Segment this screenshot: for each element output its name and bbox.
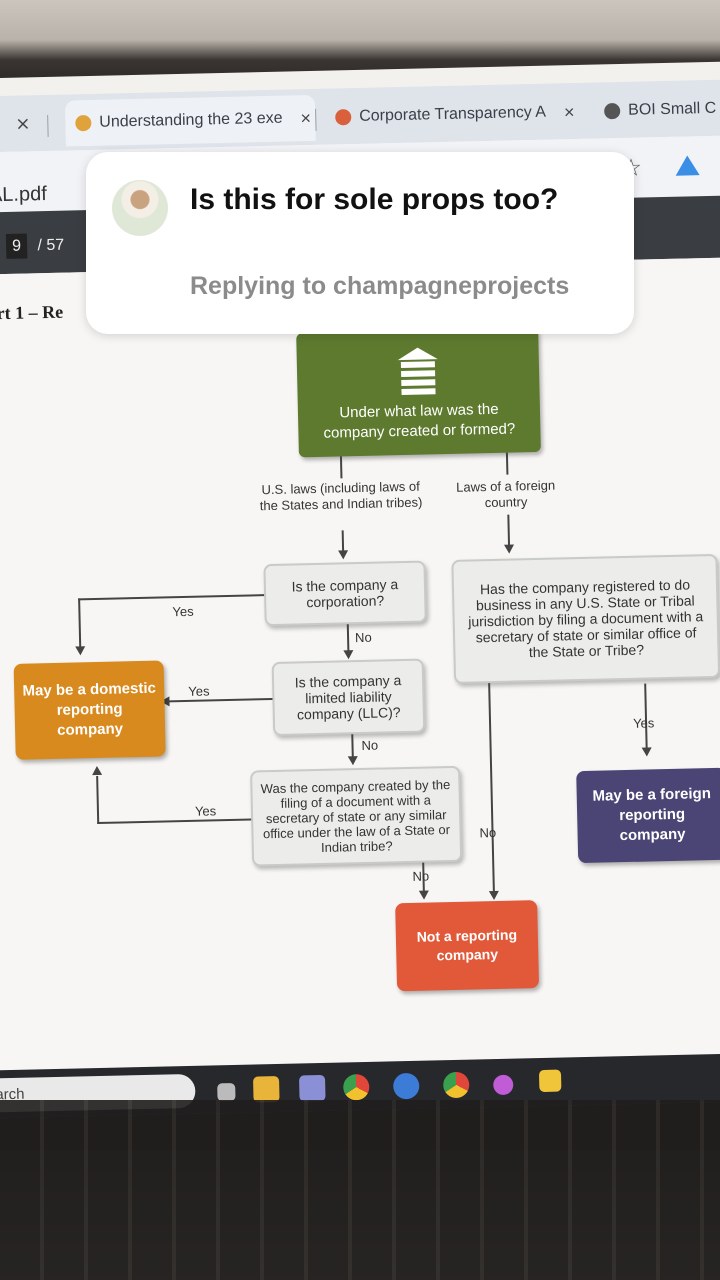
no-label: No (361, 737, 379, 754)
arrow (504, 544, 515, 554)
no-label: No (412, 868, 430, 884)
foreign-registered-question-box: Has the company registered to do busines… (451, 553, 720, 684)
domestic-reporting-text: May be a domestic reporting company (22, 679, 157, 739)
start-question-box: Under what law was the company created o… (296, 327, 541, 458)
no-label: No (354, 629, 372, 646)
reply-label: Replying to champagneprojects (190, 272, 570, 300)
arrow (418, 890, 430, 900)
not-reporting-box: Not a reporting company (395, 900, 540, 992)
arrow (75, 646, 86, 656)
laptop-screen: × Understanding the 23 exe × Corporate T… (0, 61, 720, 1119)
arrow (338, 550, 349, 560)
tab-label: BOI Small C (627, 99, 717, 119)
foreign-reporting-box: May be a foreign reporting company (576, 767, 720, 864)
tab-separator (315, 108, 317, 131)
tab-label: Corporate Transparency A (359, 103, 547, 125)
snipping-tool-icon[interactable] (298, 1074, 326, 1102)
not-reporting-text: Not a reporting company (416, 926, 518, 964)
comment-card (86, 152, 634, 334)
comment-text: Is this for sole props too? (190, 183, 559, 216)
drive-icon[interactable] (675, 155, 700, 176)
part-heading: art 1 – Re (0, 301, 64, 324)
branch-us-label: U.S. laws (including laws of the States … (259, 478, 423, 514)
taskview-icon[interactable] (217, 1082, 236, 1102)
tab-corporate-transparency[interactable]: Corporate Transparency A × (325, 89, 576, 141)
no-label: No (479, 824, 497, 841)
favicon-icon (75, 114, 92, 132)
foreign-reporting-text: May be a foreign reporting company (592, 785, 712, 845)
tab-label: Understanding the 23 exe (99, 109, 283, 131)
filed-question-text: Was the company created by the filing of… (260, 776, 451, 855)
tab-understanding[interactable]: Understanding the 23 exe × (64, 94, 316, 147)
branch-foreign-label: Laws of a foreign country (456, 477, 556, 511)
close-icon[interactable]: × (300, 107, 312, 128)
yes-label: Yes (188, 683, 210, 699)
yes-label: Yes (172, 603, 194, 620)
foreign-registered-question-text: Has the company registered to do busines… (468, 576, 704, 661)
arrow (488, 890, 500, 901)
avatar (112, 180, 168, 236)
filed-question-box: Was the company created by the filing of… (250, 765, 463, 867)
arrow (641, 747, 652, 757)
tab-boi-small[interactable]: BOI Small C (594, 85, 720, 135)
page-total: / 57 (37, 236, 65, 255)
yes-label: Yes (194, 803, 217, 819)
domestic-reporting-box: May be a domestic reporting company (13, 660, 166, 760)
arrow (343, 650, 354, 660)
yes-label: Yes (632, 715, 655, 731)
corporation-question-text: Is the company a corporation? (291, 576, 399, 611)
keyboard (0, 1100, 720, 1280)
close-icon[interactable]: × (15, 113, 31, 135)
llc-question-text: Is the company a limited liability compa… (294, 672, 402, 723)
arrow (91, 765, 103, 776)
globe-icon (604, 102, 621, 120)
arrow (347, 756, 358, 766)
file-explorer-icon[interactable] (253, 1075, 280, 1103)
start-question-text: Under what law was the company created o… (323, 400, 516, 442)
close-icon[interactable]: × (563, 101, 575, 122)
llc-question-box: Is the company a limited liability compa… (271, 658, 426, 737)
page-number-input[interactable]: 9 (5, 233, 28, 259)
building-icon (397, 347, 438, 396)
pdf-filename: AL.pdf (0, 183, 48, 207)
sticky-notes-icon[interactable] (538, 1069, 562, 1093)
favicon-icon (335, 109, 352, 126)
tab-separator (47, 114, 49, 137)
corporation-question-box: Is the company a corporation? (263, 560, 427, 627)
page-indicator: 9 / 57 (5, 233, 65, 259)
